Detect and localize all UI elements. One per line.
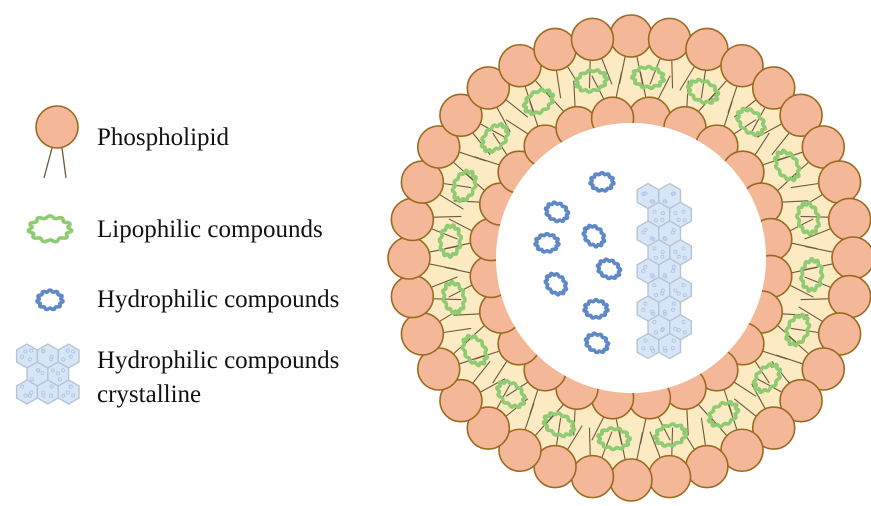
lipid-tail [434,216,461,217]
liposome [388,15,871,501]
phospholipid-head-outer [649,18,691,60]
crystal-cluster-icon [17,344,79,404]
lipid-tail [589,61,590,88]
phospholipid-head-outer [571,18,613,60]
phospholipid-head-outer [686,446,728,488]
phospholipid-head-outer [534,28,576,70]
legend-crystal-cell [17,380,38,404]
legend-lipophilic-blob [28,216,71,242]
phospholipid-head-outer [391,198,433,240]
hydrophilic-compound-icon [37,290,63,309]
crystal-cell [637,334,659,359]
legend-phospholipid-label: Phospholipid [97,124,229,151]
phospholipid-head-outer [649,456,691,498]
legend-crystalline-label-line1: Hydrophilic compounds [97,347,339,374]
legend-crystalline-label-line2: crystalline [97,381,201,408]
legend-crystalline: Hydrophilic compounds crystalline [17,344,340,408]
legend-crystal-cell [37,380,58,404]
lipid-tail [434,299,461,300]
legend-lipophilic-label: Lipophilic compounds [97,216,323,243]
phospholipid-head-outer [391,276,433,318]
legend-hydrophilic: Hydrophilic compounds [37,286,339,313]
aqueous-core-fill [496,123,766,393]
legend-hydrophilic-blob [37,290,63,309]
phospholipid-head-outer [832,237,871,279]
lipid-tail [672,61,673,88]
phospholipid-head-outer [610,15,652,57]
phospholipid-head-outer [829,198,871,240]
legend-lipophilic: Lipophilic compounds [28,216,322,243]
lipid-tail [672,428,673,455]
phospholipid-icon [36,106,78,178]
legend-phospholipid: Phospholipid [36,106,229,178]
phospholipid-head-outer [610,459,652,501]
phospholipid-head-outer [401,313,443,355]
phospholipid-head-outer [388,237,430,279]
legend-hydrophilic-label: Hydrophilic compounds [97,286,339,313]
phospholipid-head-outer [571,456,613,498]
legend-crystal-cell [58,380,79,404]
phospholipid-head-outer [819,161,861,203]
crystal-cell [659,334,681,359]
lipid-tail [589,428,590,455]
lipid-tail [801,216,828,217]
lipophilic-compound-icon [28,216,71,242]
legend: Phospholipid Lipophilic compounds Hydrop… [17,106,340,408]
lipid-tail [801,299,828,300]
aqueous-core [496,123,766,393]
phospholipid-head-outer [829,276,871,318]
